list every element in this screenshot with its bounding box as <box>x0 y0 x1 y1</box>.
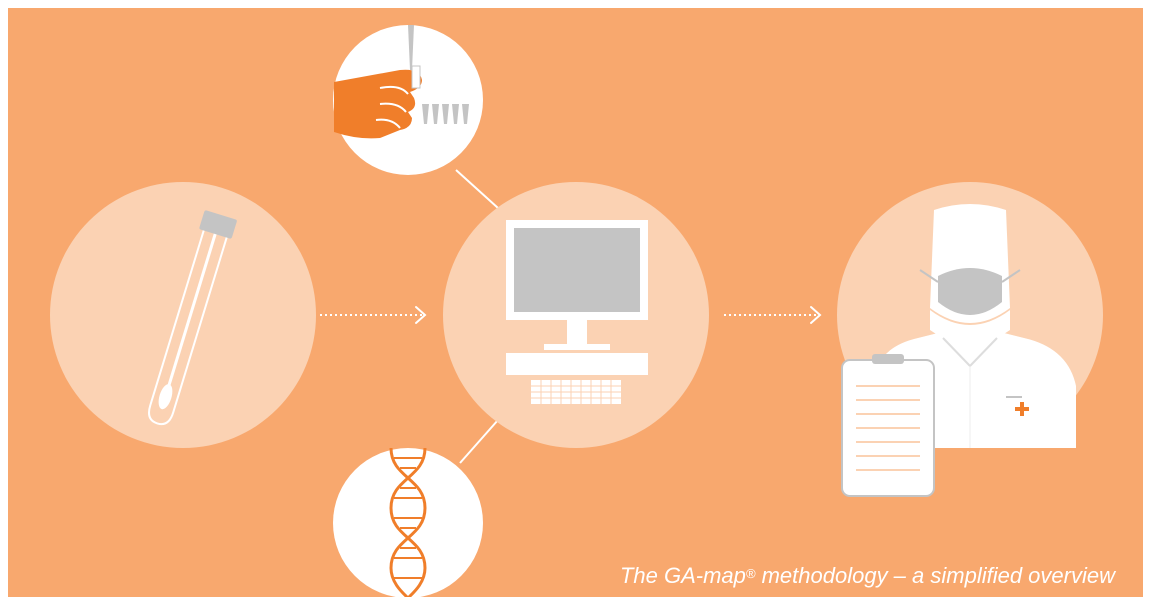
connector-line-top <box>455 169 499 209</box>
analysis-step <box>443 182 709 448</box>
pipetting-step <box>333 25 483 175</box>
computer-icon <box>506 220 648 404</box>
clinician-step <box>837 182 1103 497</box>
diagram-caption: The GA-map® methodology – a simplified o… <box>620 563 1115 589</box>
caption-title-start: The GA-map <box>619 563 746 588</box>
registered-mark: ® <box>745 566 756 581</box>
test-tube-swab-icon <box>148 210 237 426</box>
sample-step <box>50 182 316 448</box>
doctor-clipboard-icon <box>841 204 1076 497</box>
dna-helix-icon <box>389 447 427 597</box>
arrow-right-icon <box>724 306 822 324</box>
dna-step <box>333 447 483 597</box>
pipette-hand-icon <box>334 25 469 139</box>
caption-title-end: methodology – a simplified overview <box>755 563 1115 588</box>
connector-line-bottom <box>459 419 499 464</box>
arrow-right-icon <box>320 306 427 324</box>
diagram-canvas <box>8 8 1143 597</box>
methodology-diagram: The GA-map® methodology – a simplified o… <box>8 8 1143 597</box>
